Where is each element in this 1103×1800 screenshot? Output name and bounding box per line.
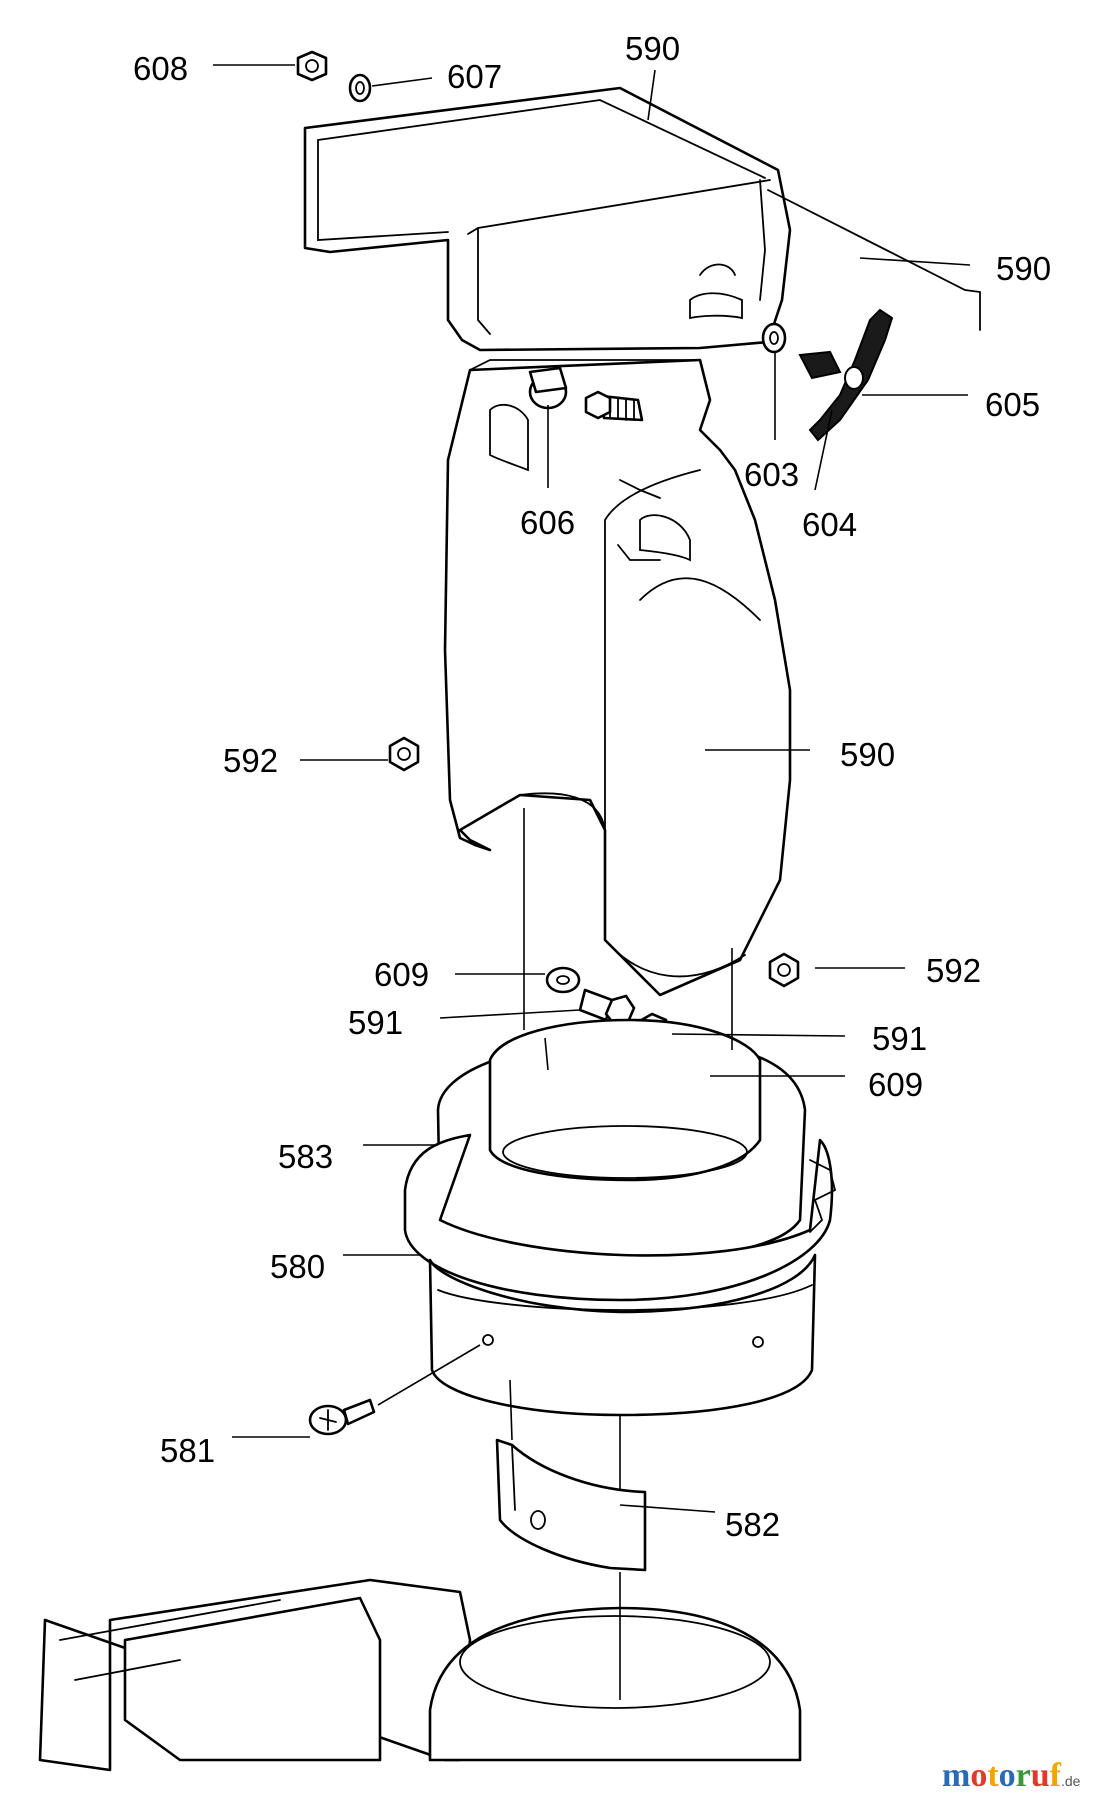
callout-591-left: 591 [348, 1004, 403, 1041]
washer-609-left [545, 966, 581, 994]
chute-ring-583 [436, 1018, 807, 1262]
auger-housing [38, 1578, 802, 1772]
callout-592-left: 592 [223, 742, 278, 779]
callout-609-right: 609 [868, 1066, 923, 1103]
callout-603: 603 [744, 456, 799, 493]
carriage-bolt-606 [528, 366, 568, 410]
logo-letter-4: o [999, 1757, 1016, 1794]
flange-nut-592-right [768, 952, 800, 988]
lower-chute [443, 358, 792, 997]
logo-letter-1: m [942, 1757, 970, 1794]
logo-letter-6: u [1031, 1757, 1050, 1794]
callout-591-right: 591 [872, 1020, 927, 1057]
deflector-rod [767, 189, 981, 331]
bolt-591-left [578, 988, 636, 1026]
callout-592-right: 592 [926, 952, 981, 989]
motoruf-logo: motoruf.de [942, 1757, 1081, 1794]
hex-nut-608 [296, 50, 328, 82]
callout-583: 583 [278, 1138, 333, 1175]
washer-603 [761, 322, 787, 354]
ring-flange-580 [403, 1133, 837, 1417]
logo-suffix: .de [1061, 1773, 1081, 1789]
leader-lines [213, 64, 971, 1700]
knob-604 [798, 308, 894, 442]
upper-deflector [303, 86, 792, 352]
callout-607: 607 [447, 58, 502, 95]
callout-labels: 608 607 590 590 605 603 606 604 592 590 … [133, 30, 1051, 1543]
logo-letter-7: f [1050, 1757, 1062, 1794]
callout-590-rod: 590 [996, 250, 1051, 287]
callout-608: 608 [133, 50, 188, 87]
callout-580: 580 [270, 1248, 325, 1285]
callout-606: 606 [520, 504, 575, 541]
logo-letter-2: o [970, 1757, 987, 1794]
callout-604: 604 [802, 506, 857, 543]
callout-582: 582 [725, 1506, 780, 1543]
screw-581 [308, 1398, 376, 1436]
callout-605: 605 [985, 386, 1040, 423]
flange-nut-592-left [388, 736, 420, 772]
shield-582 [495, 1438, 647, 1572]
svg-text:motoruf.de: motoruf.de [942, 1757, 1081, 1794]
callout-590-mid: 590 [840, 736, 895, 773]
callout-609-left: 609 [374, 956, 429, 993]
washer-607 [348, 73, 372, 103]
callout-590-top: 590 [625, 30, 680, 67]
callout-581: 581 [160, 1432, 215, 1469]
bolt-upper [584, 390, 644, 422]
logo-letter-5: r [1016, 1757, 1031, 1794]
logo-letter-3: t [987, 1757, 999, 1794]
